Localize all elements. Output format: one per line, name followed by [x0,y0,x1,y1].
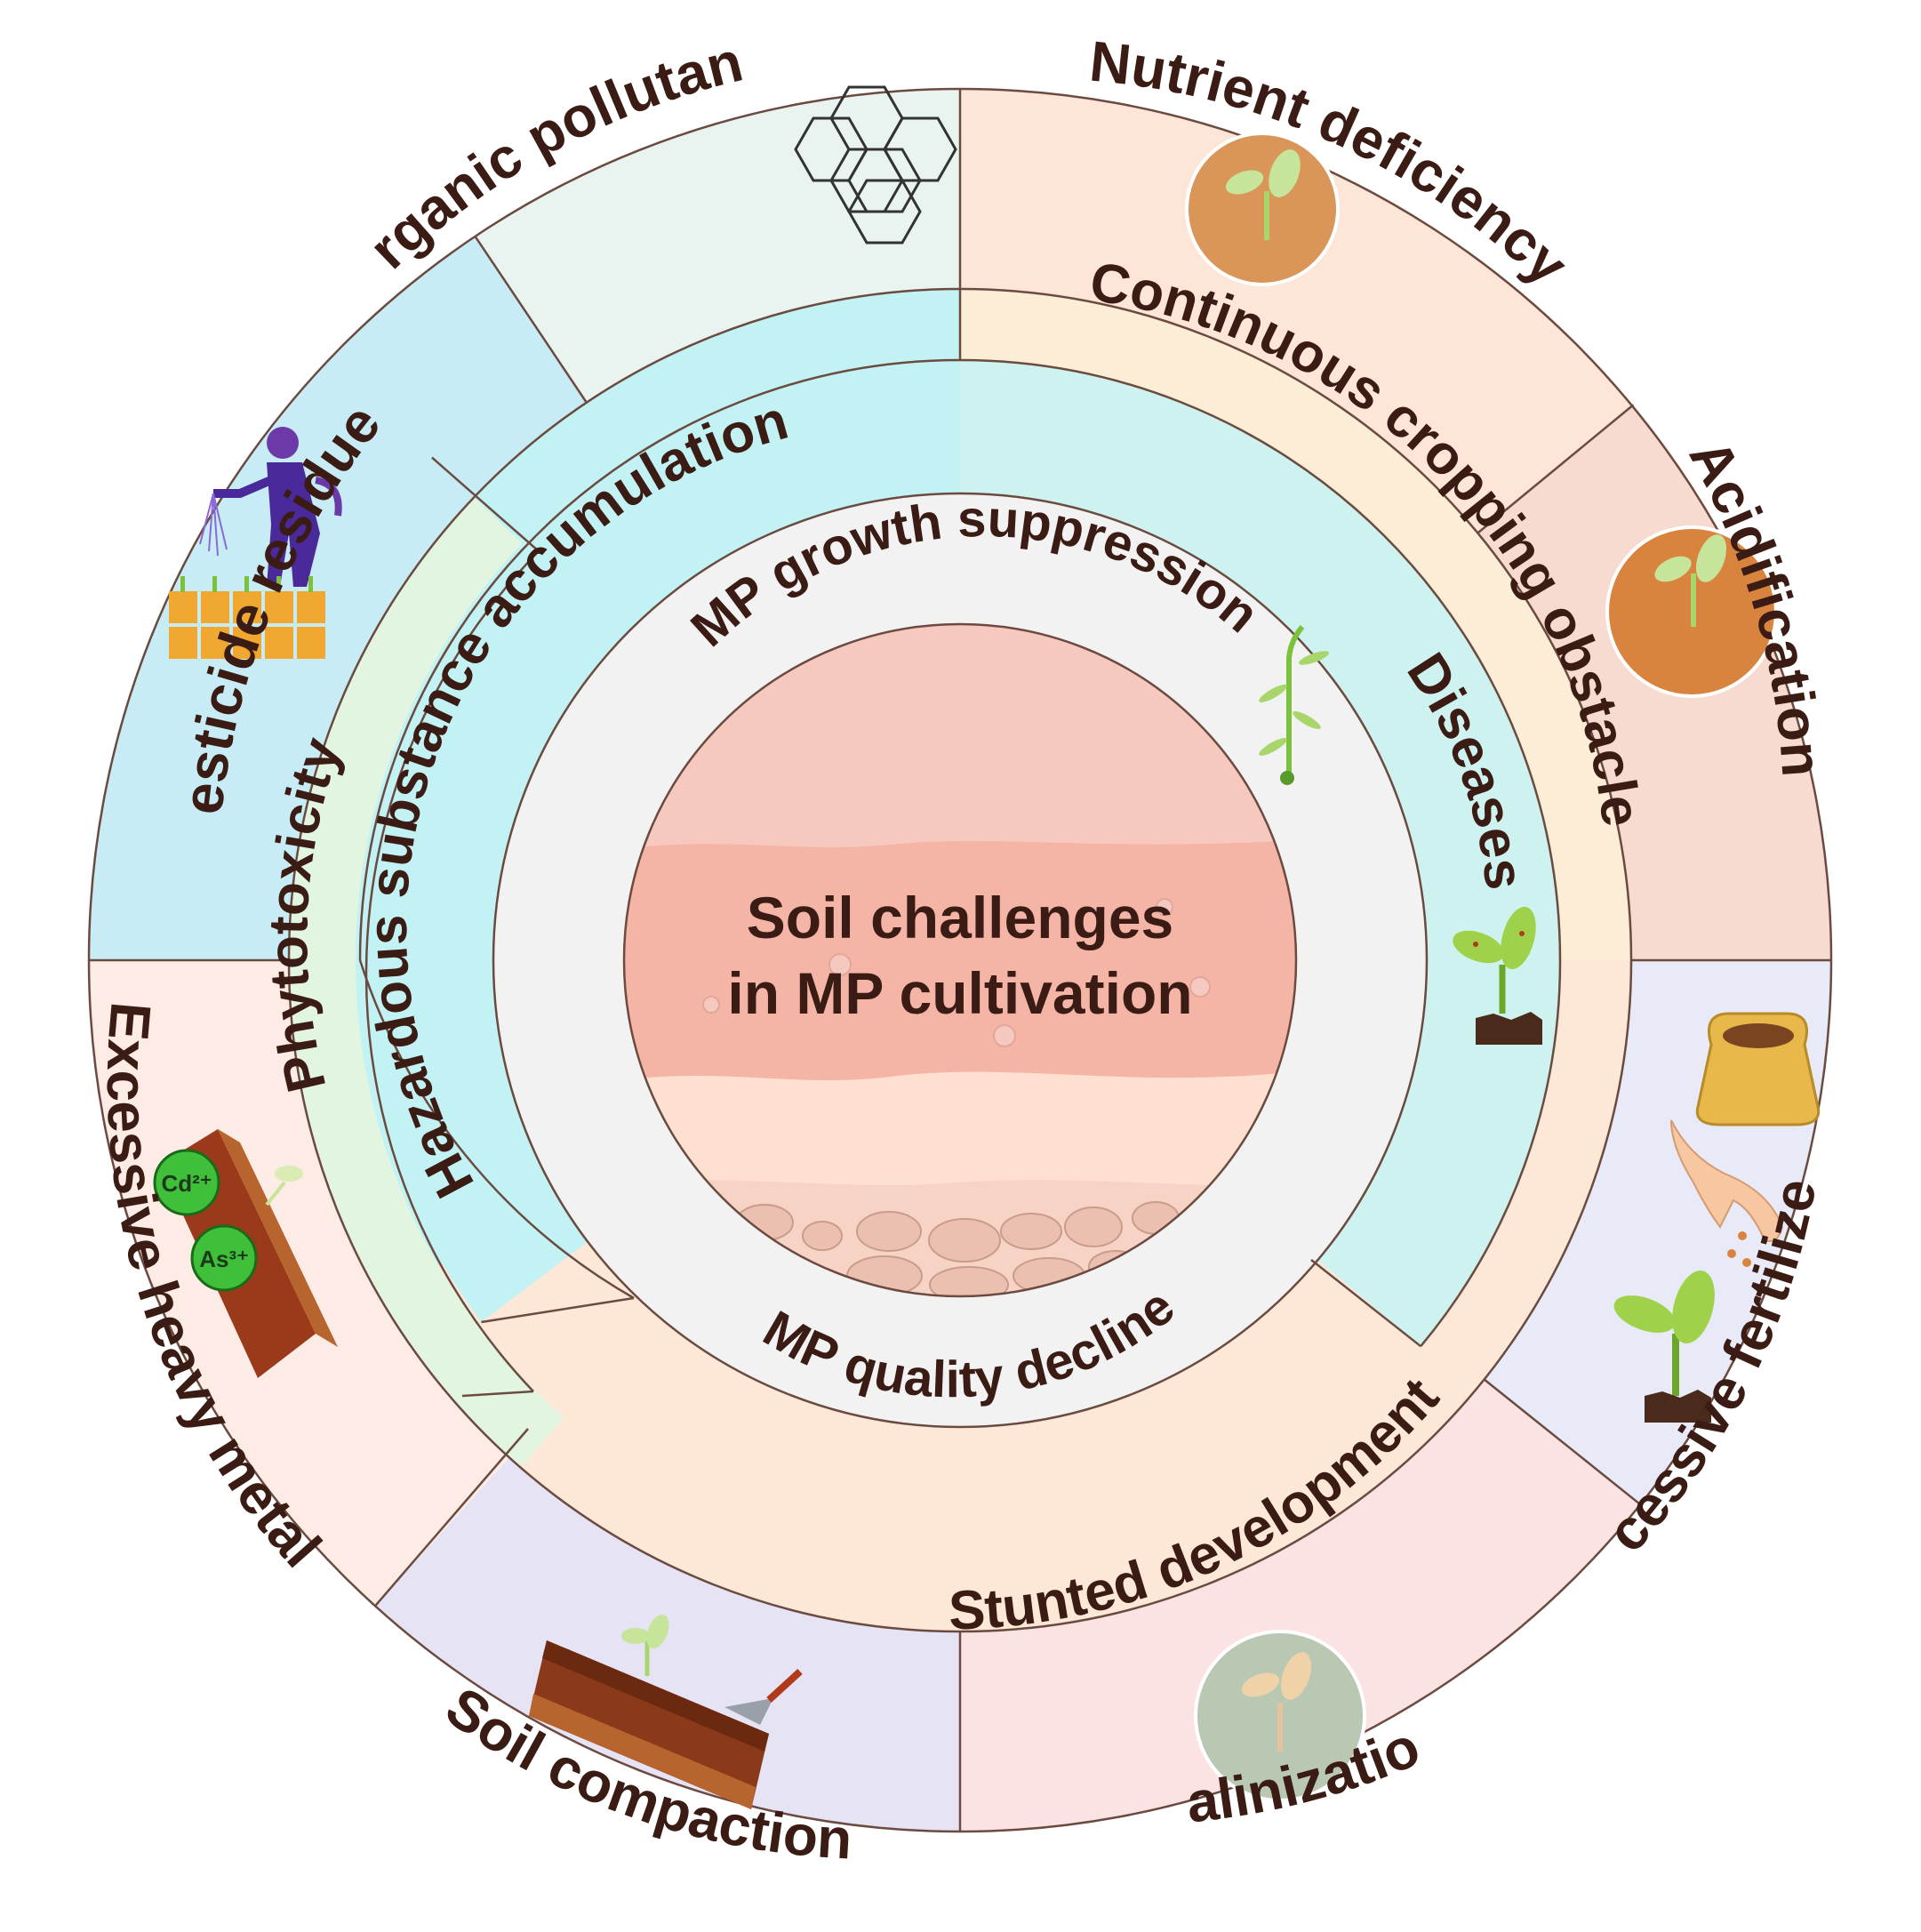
organic-pollutant-icon [794,85,957,245]
seedling-icon [1613,1271,1715,1423]
center-title-line1: Soil challenges [747,885,1174,950]
pesticide-sprayer-icon [169,427,342,659]
svg-text:As³⁺: As³⁺ [199,1246,249,1272]
cd-ion: Cd²⁺ [153,1149,220,1216]
seedling-pots [169,591,325,659]
separators [87,87,1833,1833]
soil-profile [622,622,1298,1298]
acidification-icon [1605,525,1778,698]
as-ion: As³⁺ [190,1224,258,1292]
soil-pores [702,898,1211,1047]
soil-compaction-icon [529,1614,803,1809]
svg-text:Cd²⁺: Cd²⁺ [161,1170,212,1197]
diseased-seedling-icon [1453,906,1542,1045]
fertilizer-bag-icon [1695,1012,1821,1126]
heavy-metals-icon: Cd²⁺ As³⁺ [153,1129,338,1378]
bamboo-plant-icon [1259,625,1330,785]
hand-icon [1670,1119,1784,1267]
nutrient-deficiency-icon [1185,132,1340,286]
soil-stones [735,1201,1180,1296]
salinization-icon [1194,1630,1366,1802]
center-title-line2: in MP cultivation [727,960,1192,1026]
